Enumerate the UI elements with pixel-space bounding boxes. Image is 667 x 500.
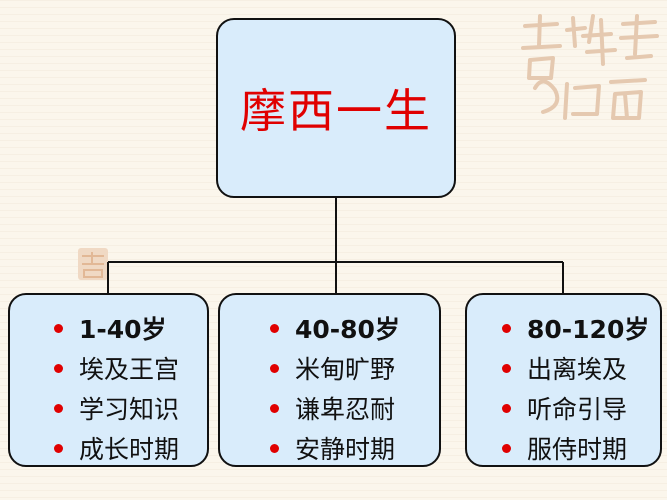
list-item: 40-80岁 (220, 308, 439, 348)
list-item-text: 出离埃及 (527, 355, 628, 384)
list-item-text: 80-120岁 (527, 315, 650, 344)
list-item: 出离埃及 (467, 348, 660, 388)
root-node: 摩西一生 (216, 18, 456, 198)
calligraphy-watermark (521, 14, 659, 120)
bullet-icon (270, 443, 279, 453)
seal-stamp (78, 248, 108, 280)
bullet-icon (54, 363, 63, 373)
bullet-icon (502, 443, 511, 453)
root-title: 摩西一生 (240, 84, 432, 138)
list-item-text: 米甸旷野 (295, 355, 396, 384)
list-item-text: 40-80岁 (295, 315, 400, 344)
child-node-2-list: 40-80岁 米甸旷野 谦卑忍耐 安静时期 (220, 308, 439, 468)
list-item-text: 埃及王宫 (79, 355, 180, 384)
list-item-text: 1-40岁 (79, 315, 167, 344)
list-item-text: 服侍时期 (527, 435, 628, 464)
list-item: 埃及王宫 (10, 348, 207, 388)
list-item: 80-120岁 (467, 308, 660, 348)
child-node-2: 40-80岁 米甸旷野 谦卑忍耐 安静时期 (218, 293, 441, 467)
child-node-1: 1-40岁 埃及王宫 学习知识 成长时期 (8, 293, 209, 467)
list-item: 1-40岁 (10, 308, 207, 348)
bullet-icon (54, 323, 63, 333)
list-item: 安静时期 (220, 428, 439, 468)
child-node-3-list: 80-120岁 出离埃及 听命引导 服侍时期 (467, 308, 660, 468)
list-item-text: 安静时期 (295, 435, 396, 464)
bullet-icon (270, 363, 279, 373)
bullet-icon (502, 323, 511, 333)
bullet-icon (270, 403, 279, 413)
bullet-icon (270, 323, 279, 333)
list-item: 成长时期 (10, 428, 207, 468)
bullet-icon (54, 403, 63, 413)
list-item: 米甸旷野 (220, 348, 439, 388)
list-item-text: 成长时期 (79, 435, 180, 464)
list-item-text: 学习知识 (79, 395, 180, 424)
bullet-icon (502, 363, 511, 373)
bullet-icon (502, 403, 511, 413)
child-node-3: 80-120岁 出离埃及 听命引导 服侍时期 (465, 293, 662, 467)
list-item-text: 听命引导 (527, 395, 628, 424)
list-item: 学习知识 (10, 388, 207, 428)
child-node-1-list: 1-40岁 埃及王宫 学习知识 成长时期 (10, 308, 207, 468)
list-item-text: 谦卑忍耐 (295, 395, 396, 424)
list-item: 谦卑忍耐 (220, 388, 439, 428)
list-item: 听命引导 (467, 388, 660, 428)
list-item: 服侍时期 (467, 428, 660, 468)
bullet-icon (54, 443, 63, 453)
